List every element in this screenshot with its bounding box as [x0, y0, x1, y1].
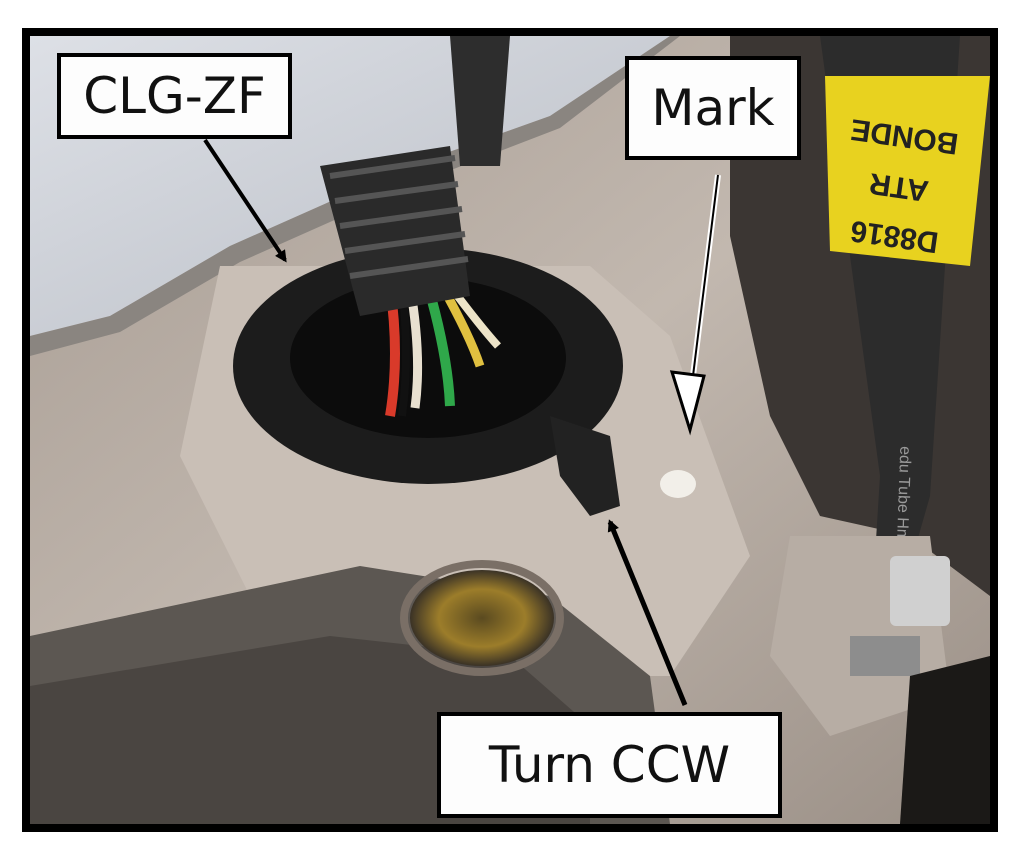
mounting-bolt [770, 536, 950, 736]
corrugated-conduit [320, 36, 510, 316]
turn-callout: Turn CCW [437, 712, 782, 818]
wiring-harness: BONDE ATR D8816 edu Tube Hmz [820, 36, 990, 636]
harness-tag-line-2: ATR [867, 166, 931, 207]
connector-callout-text: CLG-ZF [83, 67, 266, 125]
connector-callout: CLG-ZF [57, 53, 292, 139]
mark-callout-text: Mark [651, 79, 775, 137]
bottom-right-shadow [900, 656, 990, 824]
photo-frame: BONDE ATR D8816 edu Tube Hmz [22, 28, 998, 832]
bolt-hole-rim [400, 560, 564, 676]
transmission-photo: BONDE ATR D8816 edu Tube Hmz [30, 36, 990, 824]
mark-callout: Mark [625, 56, 801, 160]
sleeve-print: edu Tube Hmz [893, 446, 914, 551]
photo-illustration: BONDE ATR D8816 edu Tube Hmz [30, 36, 990, 824]
connector-tab [550, 416, 620, 516]
bolt-hole [410, 570, 554, 666]
turn-callout-text: Turn CCW [488, 736, 731, 794]
alignment-mark [660, 470, 696, 498]
connector-ring-inner [290, 278, 566, 438]
